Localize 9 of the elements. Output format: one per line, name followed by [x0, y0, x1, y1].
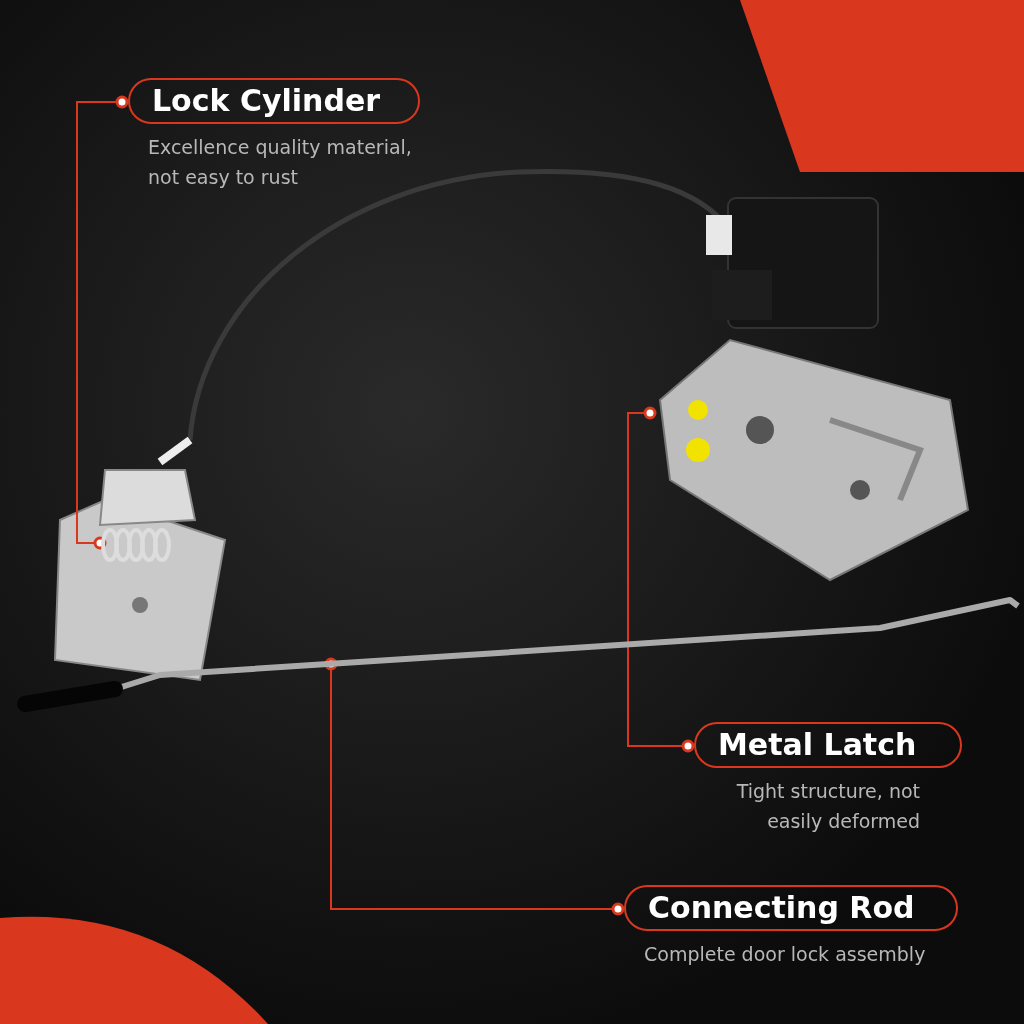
leader-line: [627, 406, 695, 753]
callout-heading: Connecting Rod: [624, 885, 958, 931]
callout-heading: Lock Cylinder: [128, 78, 420, 124]
leader-line: [324, 657, 625, 916]
callout-heading: Metal Latch: [694, 722, 962, 768]
callout-description: Tight structure, not easily deformed: [735, 779, 920, 834]
leader-line: [76, 95, 129, 550]
callout-description: Complete door lock assembly: [644, 942, 927, 967]
callout-description: Excellence quality material, not easy to rust: [148, 135, 413, 190]
